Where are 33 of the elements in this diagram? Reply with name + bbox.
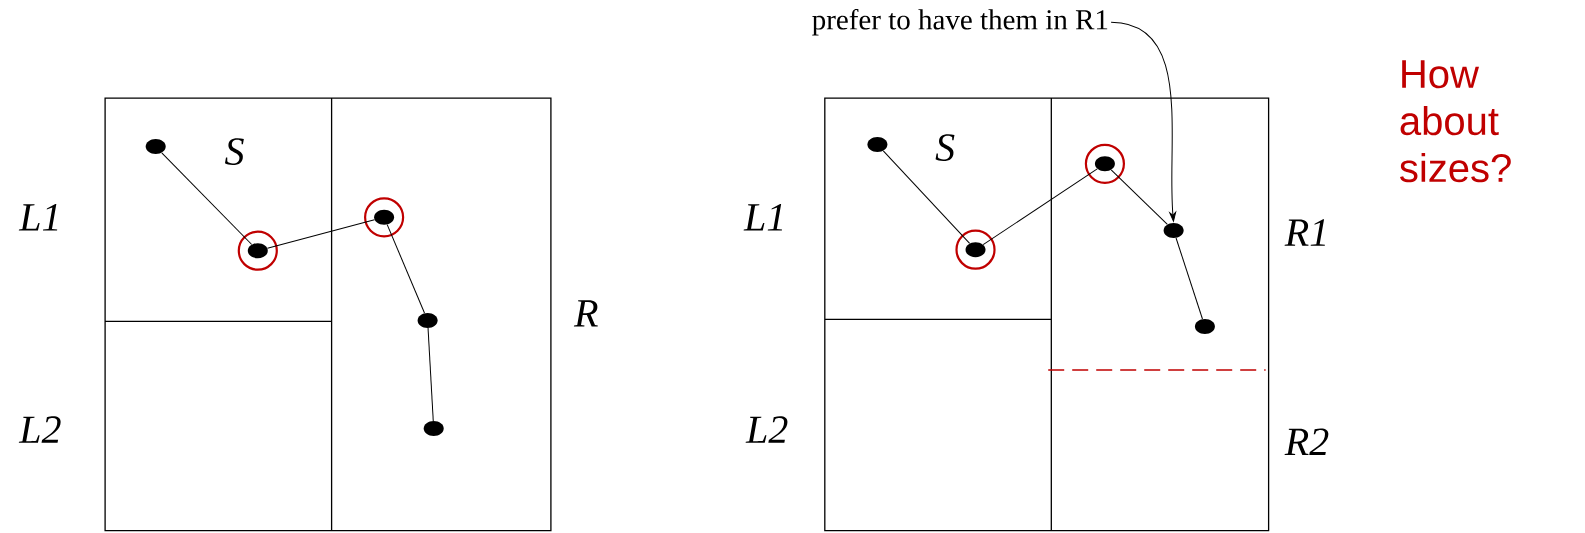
point-dot — [247, 243, 268, 259]
highlight-ring — [955, 229, 996, 270]
connecting-line — [266, 219, 375, 249]
region-label: S — [224, 138, 244, 166]
region-label: L1 — [18, 204, 58, 231]
curved-arrow — [1110, 21, 1177, 222]
highlight-ring — [364, 197, 405, 238]
point-dot — [1094, 156, 1115, 172]
region-label: R1 — [1284, 219, 1325, 246]
connecting-line — [1175, 237, 1203, 320]
region-label: L1 — [743, 204, 783, 231]
connecting-line — [982, 168, 1098, 246]
point-dot — [417, 312, 438, 328]
region-label: S — [935, 134, 955, 162]
connecting-line — [161, 152, 253, 245]
region-label: L2 — [18, 416, 61, 443]
region-label: L2 — [745, 416, 788, 443]
point-dot — [145, 139, 166, 155]
connecting-line — [1110, 169, 1168, 225]
region-label: R2 — [1284, 428, 1329, 455]
connecting-line — [882, 150, 971, 244]
point-dot — [965, 242, 986, 258]
annotation-text: prefer to have them in R1 — [812, 8, 1108, 36]
region-label: R — [573, 300, 598, 327]
connecting-line — [386, 224, 425, 314]
point-dot — [423, 421, 444, 437]
question-text: How about sizes? — [1400, 60, 1511, 183]
highlight-ring — [237, 230, 278, 271]
highlight-ring — [1084, 143, 1125, 184]
point-dot — [1194, 319, 1215, 334]
point-dot — [374, 209, 395, 225]
point-dot — [867, 137, 888, 153]
connecting-line — [427, 327, 434, 422]
